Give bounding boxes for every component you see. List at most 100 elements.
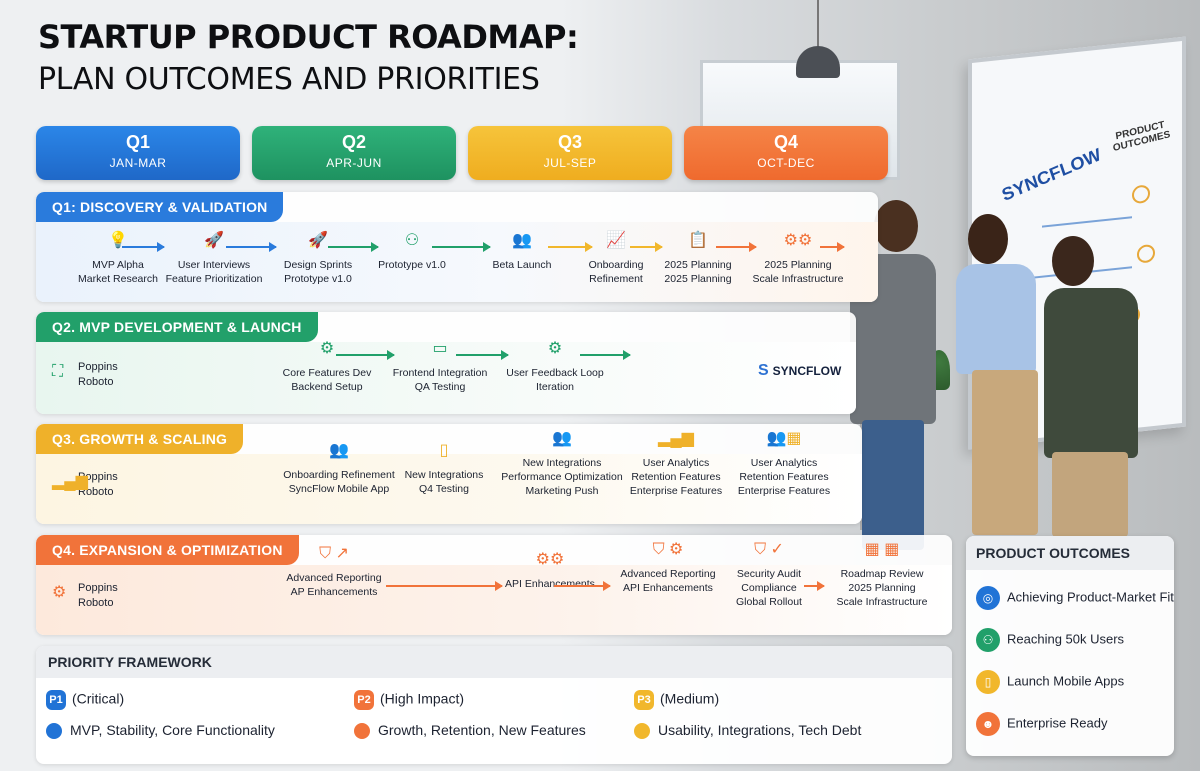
- flow-arrow: [716, 242, 757, 252]
- phase-q4-header: Q4. EXPANSION & OPTIMIZATION: [36, 535, 299, 565]
- hierarchy-icon: ⛶: [52, 363, 64, 380]
- calendar-icon: ▦ ▦: [864, 541, 900, 558]
- priority-p3: P3(Medium): [634, 690, 719, 710]
- dot-icon: [46, 723, 62, 740]
- users-icon: ⚇: [404, 232, 420, 249]
- flow-arrow: [820, 242, 845, 252]
- shield-check-icon: ⛉ ✓: [754, 541, 784, 558]
- users-icon: ⚇: [976, 628, 1000, 652]
- outcome-item: ▯Launch Mobile Apps: [976, 670, 1124, 694]
- priority-p2-desc: Growth, Retention, New Features: [354, 722, 586, 740]
- mobile-icon: ▯: [976, 670, 1000, 694]
- gears-icon: ⚙⚙: [783, 232, 813, 249]
- checklist-icon: 📋: [688, 232, 708, 249]
- priority-p1: P1(Critical): [46, 690, 124, 710]
- rocket-icon: 🚀: [308, 232, 328, 249]
- target-icon: ◎: [976, 586, 1000, 610]
- product-outcomes: PRODUCT OUTCOMES ◎Achieving Product-Mark…: [966, 536, 1174, 756]
- browser-icon: ▭: [432, 340, 448, 357]
- whiteboard-brand: SYNCFLOW: [999, 144, 1104, 205]
- priority-framework: PRIORITY FRAMEWORK P1(Critical) MVP, Sta…: [36, 646, 952, 764]
- priority-p1-desc: MVP, Stability, Core Functionality: [46, 722, 275, 740]
- gears-icon: ⚙⚙: [535, 551, 565, 568]
- dot-icon: [354, 723, 370, 740]
- dot-icon: [634, 723, 650, 740]
- flow-arrow: [122, 242, 165, 252]
- shield-icon: ⛉ ⚙: [652, 541, 684, 558]
- flow-arrow: [548, 242, 593, 252]
- flow-arrow: [328, 242, 379, 252]
- gear-icon: ⚙: [319, 340, 335, 357]
- team-icon: ☻: [976, 712, 1000, 736]
- q1-step: ⚇ Prototype v1.0: [372, 232, 452, 272]
- shield-icon: ⛉ ↗: [319, 545, 349, 562]
- gear-icon: ⚙: [547, 340, 563, 357]
- flow-arrow: [580, 350, 631, 360]
- flow-arrow: [336, 350, 395, 360]
- analytics-icon: 👥▦: [766, 430, 802, 447]
- page-subtitle: PLAN OUTCOMES AND PRIORITIES: [38, 62, 540, 97]
- phase-q3-header: Q3. GROWTH & SCALING: [36, 424, 244, 454]
- priority-p3-desc: Usability, Integrations, Tech Debt: [634, 722, 861, 740]
- flow-arrow: [432, 242, 491, 252]
- phase-q1-header: Q1: DISCOVERY & VALIDATION: [36, 192, 284, 222]
- outcome-item: ⚇Reaching 50k Users: [976, 628, 1124, 652]
- bar-chart-icon: ▂▄▆: [52, 473, 88, 490]
- flow-arrow: [226, 242, 277, 252]
- flow-arrow: [386, 581, 503, 591]
- flow-arrow: [630, 242, 663, 252]
- chart-icon: 📈: [606, 232, 626, 249]
- outcomes-header: PRODUCT OUTCOMES: [966, 536, 1174, 570]
- users-icon: 👥: [329, 442, 349, 459]
- outcome-item: ☻Enterprise Ready: [976, 712, 1107, 736]
- priority-p2: P2(High Impact): [354, 690, 464, 710]
- team-icon: 👥: [552, 430, 572, 447]
- bar-chart-icon: ▂▄▆: [658, 430, 694, 447]
- pendant-lamp: [796, 0, 840, 80]
- whiteboard-line: [1042, 216, 1132, 228]
- team-icon: 👥: [512, 232, 532, 249]
- rocket-icon: 🚀: [204, 232, 224, 249]
- whiteboard-circle: [1132, 184, 1150, 205]
- gear-icon: ⚙: [52, 584, 67, 601]
- priority-header: PRIORITY FRAMEWORK: [36, 646, 952, 678]
- mobile-icon: ▯: [439, 442, 449, 459]
- flow-arrow: [804, 581, 825, 591]
- outcome-item: ◎Achieving Product-Market Fit: [976, 586, 1174, 610]
- phase-q2-header: Q2. MVP DEVELOPMENT & LAUNCH: [36, 312, 318, 342]
- flow-arrow: [554, 581, 611, 591]
- syncflow-logo-icon: S: [758, 362, 769, 379]
- flow-arrow: [456, 350, 509, 360]
